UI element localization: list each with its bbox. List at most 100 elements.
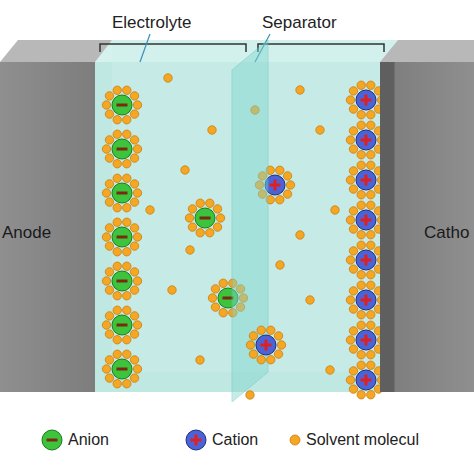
solvent-molecule <box>276 166 284 174</box>
solvent-molecule <box>331 206 339 214</box>
minus-sign <box>117 236 128 239</box>
solvent-molecule <box>219 279 227 287</box>
solvent-molecule <box>146 206 154 214</box>
solvent-molecule <box>283 190 291 198</box>
region-label: Separator <box>262 14 337 33</box>
solvent-molecule <box>349 167 357 175</box>
solvent-molecule <box>283 172 291 180</box>
solvent-molecule <box>105 286 113 294</box>
solvent-molecule <box>326 366 334 374</box>
solvent-molecule <box>367 111 375 119</box>
solvent-molecule <box>274 350 282 358</box>
plus-sign <box>365 215 368 226</box>
solvent-molecule <box>130 198 138 206</box>
minus-sign <box>200 217 211 220</box>
solvent-molecule <box>105 180 113 188</box>
solvent-molecule <box>130 136 138 144</box>
solvent-molecule <box>130 154 138 162</box>
solvent-molecule <box>113 350 121 358</box>
solvent-molecule <box>105 92 113 100</box>
solvent-molecule <box>306 296 314 304</box>
solvent-molecule <box>349 185 357 193</box>
solvent-molecule <box>130 330 138 338</box>
plus-sign <box>365 255 368 266</box>
cation <box>356 170 376 190</box>
solvent-molecule <box>102 321 110 329</box>
solvent-molecule <box>357 201 365 209</box>
solvent-molecule <box>208 294 216 302</box>
solvent-molecule <box>123 86 131 94</box>
solvent-molecule <box>113 262 121 270</box>
solvent-molecule <box>196 356 204 364</box>
solvent-molecule <box>357 151 365 159</box>
solvent-molecule <box>123 248 131 256</box>
solvent-molecule <box>130 110 138 118</box>
solvent-molecule <box>316 126 324 134</box>
anion <box>112 315 132 335</box>
cation <box>356 210 376 230</box>
anion <box>112 271 132 291</box>
solvent-molecule <box>211 303 219 311</box>
solvent-molecule <box>346 336 354 344</box>
solvent-molecule <box>113 204 121 212</box>
electrolyte-bracket <box>100 44 246 52</box>
solvent-molecule <box>206 229 214 237</box>
solvent-molecule <box>105 268 113 276</box>
legend-text: Cation <box>212 431 258 449</box>
anion <box>112 183 132 203</box>
solvent-molecule <box>133 145 141 153</box>
electrode-label: Catho <box>424 224 469 243</box>
solvent-molecule <box>357 161 365 169</box>
plus-sign <box>365 95 368 106</box>
solvent-molecule <box>357 391 365 399</box>
solvent-molecule <box>105 154 113 162</box>
solvent-molecule <box>213 205 221 213</box>
solvent-molecule <box>276 196 284 204</box>
minus-sign <box>117 104 128 107</box>
solvent-molecule <box>349 345 357 353</box>
cation <box>356 370 376 390</box>
solvent-molecule <box>113 218 121 226</box>
cation <box>256 335 276 355</box>
cathode-top <box>380 40 474 62</box>
solvent-molecule <box>102 365 110 373</box>
solvent-molecule <box>349 127 357 135</box>
solvent-molecule <box>130 356 138 364</box>
solvent-molecule <box>349 385 357 393</box>
solvent-molecule <box>349 145 357 153</box>
minus-sign <box>117 368 128 371</box>
solvent-molecule <box>357 231 365 239</box>
solvent-molecule <box>367 241 375 249</box>
solvent-molecule <box>276 261 284 269</box>
separator-bracket <box>258 44 384 52</box>
solvent-molecule <box>296 231 304 239</box>
solvent-molecule <box>267 326 275 334</box>
solvent-molecule <box>196 199 204 207</box>
solvent-molecule <box>249 332 257 340</box>
solvent-molecule <box>168 286 176 294</box>
solvent-molecule <box>349 105 357 113</box>
solvent-molecule <box>219 309 227 317</box>
solvent-molecule <box>349 207 357 215</box>
solvent-molecule <box>367 351 375 359</box>
cation <box>356 130 376 150</box>
cation <box>356 330 376 350</box>
solvent-molecule <box>113 336 121 344</box>
solvent-molecule <box>188 223 196 231</box>
anode-top <box>0 40 112 62</box>
solvent-molecule <box>130 92 138 100</box>
solvent-molecule <box>216 214 224 222</box>
solvent-molecule <box>357 191 365 199</box>
solvent-molecule <box>367 161 375 169</box>
solvent-molecule <box>123 350 131 358</box>
solvent-molecule <box>213 223 221 231</box>
solvent-molecule <box>367 391 375 399</box>
solvent-molecule <box>206 199 214 207</box>
solvent-molecule <box>105 136 113 144</box>
solvent-molecule <box>349 87 357 95</box>
plus-sign <box>365 375 368 386</box>
anion <box>112 95 132 115</box>
solvent-molecule <box>130 312 138 320</box>
plus-sign <box>274 180 277 191</box>
solvent-molecule <box>133 321 141 329</box>
